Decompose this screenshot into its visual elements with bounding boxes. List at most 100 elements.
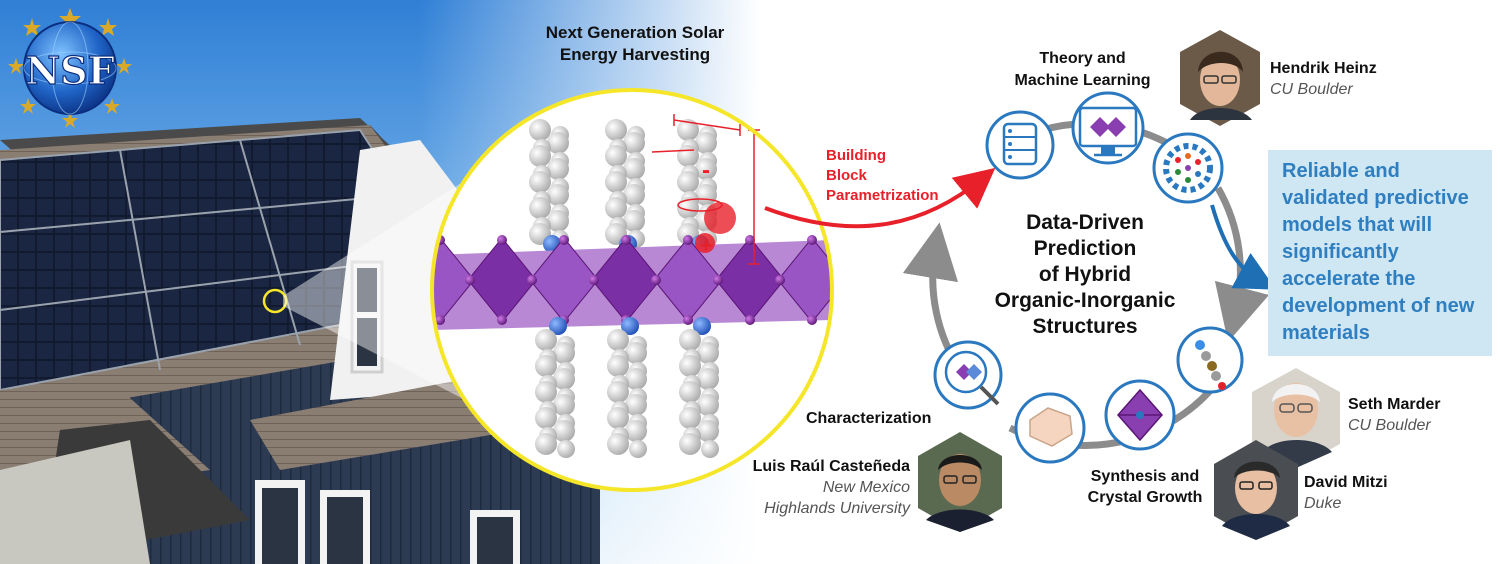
halide-sphere [839,275,849,285]
halide-sphere [683,235,693,245]
hexagon-crystal-icon [1014,392,1086,464]
nitrogen-sphere [693,317,711,335]
atom-sphere [557,440,575,458]
halide-sphere [775,275,785,285]
portrait-luis [918,432,1002,532]
nitrogen-sphere [549,317,567,335]
atom-sphere [679,433,701,455]
person-marder-name: Seth Marder [1348,396,1441,413]
atom-sphere [605,119,627,141]
halide-sphere [651,275,661,285]
atom-sphere [623,210,645,232]
center-title-line-4: Organic-Inorganic [994,289,1176,312]
nsf-logo-text: NSF [25,48,114,93]
halide-sphere [713,275,723,285]
portrait-marder [1252,368,1340,468]
atom-sphere [605,145,627,167]
stage-synthesis-line-2: Crystal Growth [1087,489,1203,506]
person-heinz-affiliation: CU Boulder [1270,81,1353,98]
lens-ring [430,88,834,492]
person-marder: Seth Marder CU Boulder [1348,394,1440,436]
outcome-callout: Reliable and validated predictive models… [1268,150,1492,356]
halide-sphere [465,275,475,285]
atom-sphere [625,420,647,442]
atom-sphere [529,119,551,141]
halide-sphere [497,235,507,245]
hero-title-text: Next Generation Solar Energy Harvesting [545,23,725,64]
person-heinz: Hendrik Heinz CU Boulder [1270,58,1377,100]
center-title-line-5: Structures [1032,315,1138,338]
halide-sphere [745,315,755,325]
atom-sphere [547,158,569,180]
atom-sphere [535,433,557,455]
person-luis-name: Luis Raúl Casteñeda [752,458,910,475]
hero-title: Next Generation Solar Energy Harvesting [520,22,750,66]
halide-sphere [559,235,569,245]
atom-sphere [701,440,719,458]
atom-sphere [697,368,719,390]
atom-sphere [625,342,647,364]
atom-sphere [623,158,645,180]
database-icon [985,110,1055,180]
person-mitzi-affiliation: Duke [1304,495,1342,512]
halide-sphere [807,235,817,245]
atom-sphere [553,420,575,442]
atom-sphere [607,355,629,377]
molecule-icon [1176,326,1244,394]
atom-sphere [535,407,557,429]
halide-sphere [589,275,599,285]
atom-sphere [553,342,575,364]
stage-theory-line-1: Theory and [1039,50,1126,67]
atom-sphere [607,407,629,429]
center-title: Data-Driven Prediction of Hybrid Organic… [975,210,1195,340]
atom-sphere [623,132,645,154]
callout-line-2: validated predictive [1282,187,1469,209]
charge-minus: - [702,157,710,184]
portrait-mitzi [1214,440,1298,540]
charge-plus: + [700,235,712,257]
param-label-line-1: Building [826,147,886,164]
octahedron-icon [1104,379,1176,451]
stage-theory-line-2: Machine Learning [1014,72,1151,89]
atom-sphere [529,197,551,219]
callout-line-4: significantly [1282,241,1399,263]
atom-sphere [607,381,629,403]
halide-sphere [497,315,507,325]
atom-sphere [535,329,557,351]
atom-sphere [677,145,699,167]
halide-sphere [807,315,817,325]
monitor-crystal-icon [1071,91,1145,165]
person-luis-affiliation-1: New Mexico [822,479,910,496]
param-label-line-3: Parametrization [826,187,939,204]
atom-sphere [607,433,629,455]
atom-sphere [695,132,717,154]
halide-sphere [745,235,755,245]
atom-sphere [629,440,647,458]
halide-sphere [435,315,445,325]
atom-sphere [677,171,699,193]
halide-sphere [527,275,537,285]
atom-sphere [547,184,569,206]
atom-sphere [607,329,629,351]
zoom-marker [262,288,288,314]
nitrogen-sphere [621,317,639,335]
atom-sphere [697,420,719,442]
atom-sphere [625,368,647,390]
person-luis-affiliation-2: Highlands University [764,500,910,517]
magnifier-icon [933,340,1003,410]
atom-sphere [605,197,627,219]
stage-characterization-label: Characterization [806,410,932,427]
atom-sphere [529,145,551,167]
atom-sphere [679,407,701,429]
output-arrow [1210,204,1277,290]
atom-sphere [547,210,569,232]
atom-sphere [679,355,701,377]
portrait-heinz [1180,30,1260,126]
atom-sphere [547,132,569,154]
molecule-lens: - + [430,88,849,492]
atom-sphere [697,342,719,364]
param-label-line-2: Block [826,167,867,184]
atom-sphere [697,394,719,416]
person-mitzi: David Mitzi Duke [1304,472,1388,514]
